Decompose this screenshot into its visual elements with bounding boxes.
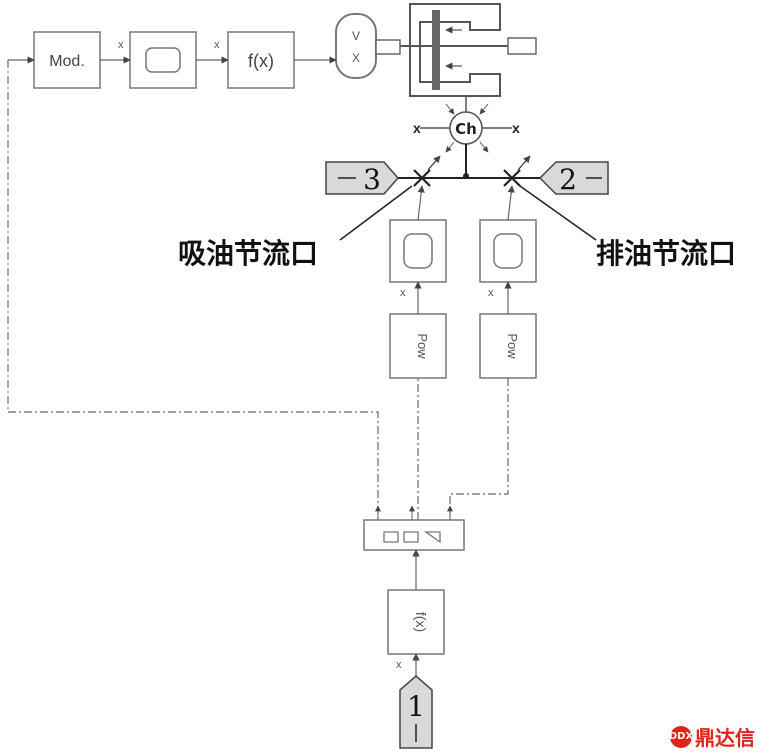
discharge-orifice-block[interactable] bbox=[479, 219, 537, 283]
port-1-label: 1 bbox=[407, 690, 425, 723]
svg-text:x: x bbox=[413, 120, 421, 136]
watermark-text: 鼎达信 bbox=[695, 726, 755, 750]
demux-block[interactable] bbox=[363, 519, 465, 551]
suction-orifice-label: 吸油节流口 bbox=[178, 237, 319, 270]
storage-block[interactable] bbox=[129, 31, 197, 89]
suction-orifice-node[interactable] bbox=[413, 155, 441, 187]
discharge-orifice-icon bbox=[493, 233, 523, 269]
discharge-orifice-label: 排油节流口 bbox=[596, 237, 737, 270]
port-2-tag[interactable]: 2 bbox=[538, 161, 609, 196]
mod-block-label: Mod. bbox=[49, 53, 85, 70]
port-1-tag[interactable]: 1 bbox=[399, 675, 433, 749]
port-2-label: 2 bbox=[559, 163, 577, 196]
function-block-label: f(x) bbox=[248, 51, 274, 71]
pow-right-label: Pow bbox=[505, 333, 520, 359]
chamber-label: Ch bbox=[455, 120, 477, 138]
watermark-logo: DDX 鼎达信 bbox=[669, 722, 755, 751]
hydraulic-cylinder[interactable] bbox=[375, 3, 537, 112]
velocity-sensor-top: V bbox=[352, 29, 360, 43]
logo-mark-icon: DDX bbox=[669, 725, 693, 748]
discharge-orifice-node[interactable] bbox=[503, 155, 531, 187]
storage-block-icon bbox=[145, 47, 181, 73]
pow-left-label: Pow bbox=[415, 333, 430, 359]
svg-text:x: x bbox=[214, 39, 220, 51]
svg-text:x: x bbox=[488, 287, 494, 299]
port-3-label: 3 bbox=[363, 163, 381, 196]
svg-text:x: x bbox=[400, 287, 406, 299]
suction-orifice-icon bbox=[403, 233, 433, 269]
port-3-tag[interactable]: 3 bbox=[325, 161, 399, 196]
input-function-label: f(x) bbox=[413, 612, 429, 632]
pow-block-left[interactable] bbox=[389, 313, 447, 379]
velocity-sensor-block[interactable] bbox=[335, 13, 377, 79]
svg-text:x: x bbox=[118, 39, 124, 51]
velocity-sensor-bottom: X bbox=[352, 51, 360, 65]
gain-marker: x bbox=[396, 659, 402, 671]
suction-orifice-block[interactable] bbox=[389, 219, 447, 283]
chamber-node[interactable]: Ch x x bbox=[413, 103, 520, 179]
function-block[interactable] bbox=[227, 31, 295, 89]
svg-text:x: x bbox=[512, 120, 520, 136]
